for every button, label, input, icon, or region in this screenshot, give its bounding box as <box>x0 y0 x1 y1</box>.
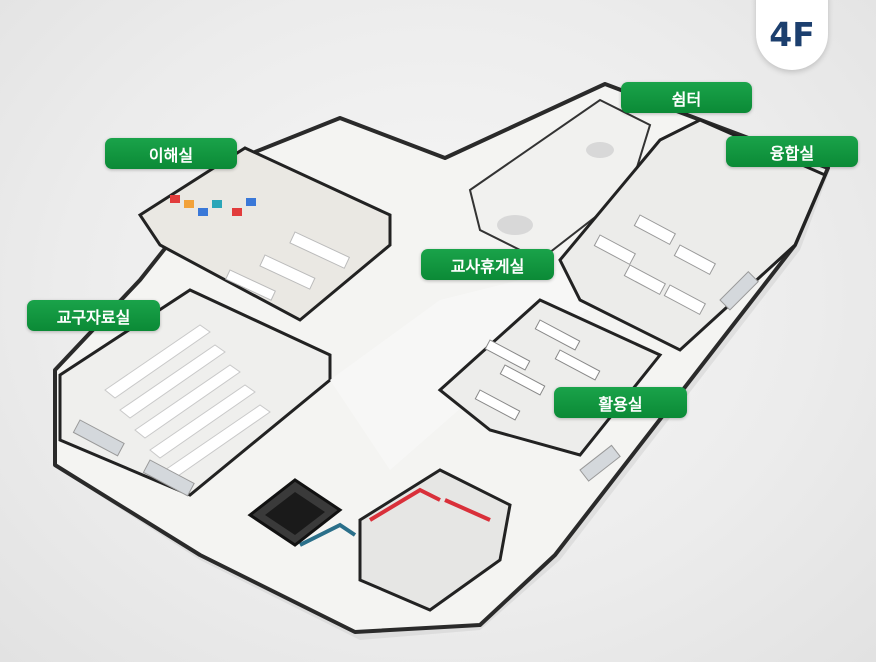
understanding-tables <box>225 231 351 301</box>
red-walls <box>368 487 441 522</box>
elevator-inner <box>265 492 325 535</box>
room-label-convergence[interactable]: 융합실 <box>726 136 858 167</box>
activity-desks <box>474 319 601 421</box>
colorful-seats <box>170 195 256 216</box>
round-seat-2 <box>586 142 614 158</box>
round-seat <box>497 215 533 235</box>
red-walls-2 <box>444 498 491 522</box>
understanding-room <box>137 146 392 322</box>
convergence-room <box>558 118 827 352</box>
room-label-teaching-materials[interactable]: 교구자료실 <box>27 300 160 331</box>
outer-windows <box>72 271 759 497</box>
teal-walls <box>299 522 357 547</box>
room-label-teacher-lounge[interactable]: 교사휴게실 <box>421 249 554 280</box>
shelves <box>104 324 271 479</box>
floor-badge: 4F <box>756 0 828 70</box>
room-label-shelter[interactable]: 쉼터 <box>621 82 752 113</box>
room-label-understanding[interactable]: 이해실 <box>105 138 237 169</box>
convergence-desks <box>593 214 716 316</box>
room-label-activity[interactable]: 활용실 <box>554 387 687 418</box>
